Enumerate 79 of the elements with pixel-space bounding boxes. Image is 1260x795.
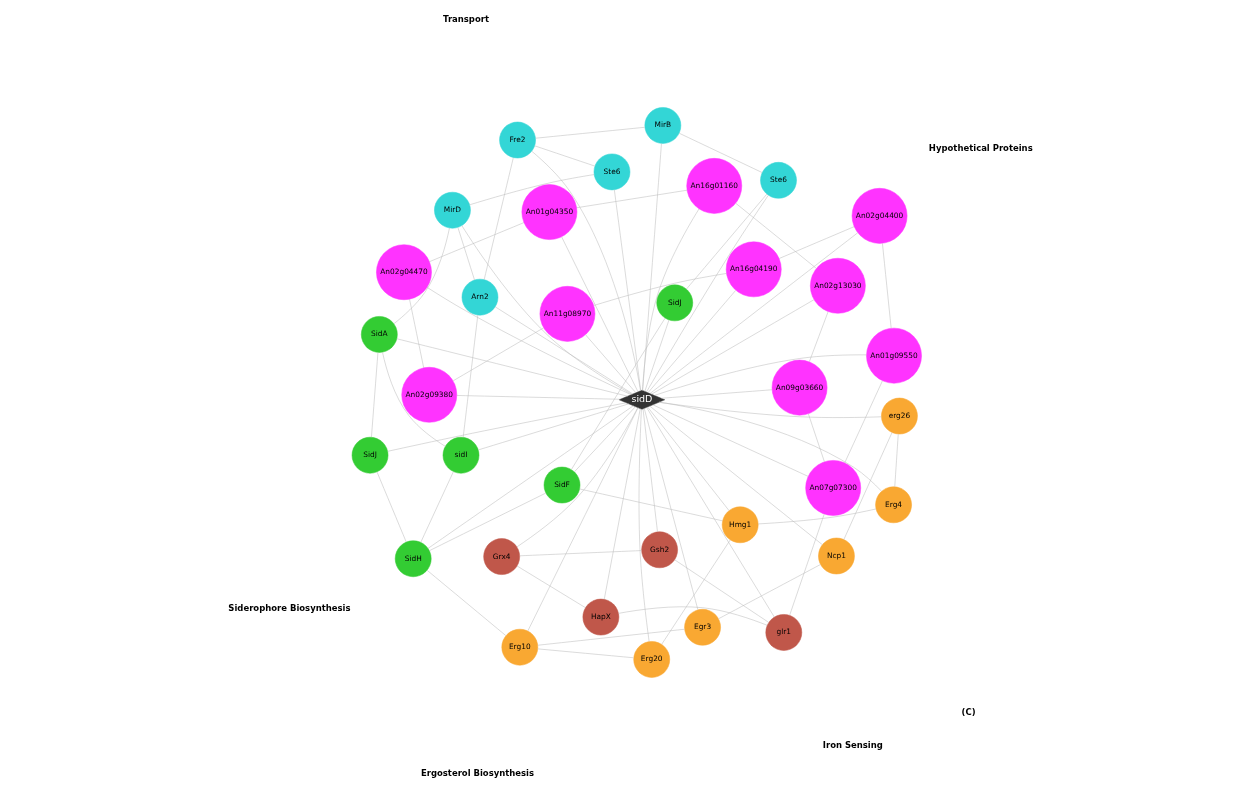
connector	[573, 406, 636, 473]
connector	[494, 306, 633, 395]
connector	[536, 648, 634, 659]
connector	[452, 327, 544, 382]
connector	[807, 413, 825, 463]
connector	[894, 433, 898, 488]
label: Iron Sensing	[822, 740, 883, 751]
connector	[617, 606, 767, 626]
connector	[461, 225, 632, 395]
label: Transport	[442, 13, 489, 24]
connector	[516, 407, 638, 548]
connector	[685, 193, 767, 290]
connector	[652, 404, 808, 477]
connector	[575, 189, 687, 208]
connector	[613, 189, 641, 391]
connector	[660, 389, 772, 399]
connector	[638, 408, 649, 642]
connector	[674, 559, 769, 623]
connector	[660, 539, 731, 645]
connector	[642, 408, 658, 533]
connector	[843, 432, 892, 540]
connector	[370, 352, 378, 438]
connector	[881, 243, 891, 329]
connector	[468, 174, 594, 206]
connector	[426, 287, 631, 395]
connector	[658, 401, 882, 492]
connector	[645, 407, 775, 618]
node-diamond: sidD	[618, 390, 665, 410]
connector	[527, 407, 638, 632]
connector	[647, 290, 736, 394]
connector	[457, 227, 475, 281]
connector	[643, 408, 698, 611]
connector	[531, 150, 641, 391]
connector	[808, 311, 828, 362]
connector	[428, 222, 524, 262]
connector	[396, 338, 628, 397]
connector	[641, 143, 662, 391]
connector	[427, 405, 633, 549]
connector	[717, 564, 821, 620]
connector	[650, 299, 814, 395]
connector	[646, 406, 729, 511]
connector	[584, 334, 636, 393]
connector	[649, 232, 858, 394]
connector	[653, 354, 867, 396]
connector	[645, 195, 769, 393]
connector	[426, 570, 506, 636]
connector	[516, 565, 586, 608]
connector	[408, 298, 424, 369]
connector	[462, 314, 478, 438]
connector	[533, 145, 595, 167]
connector	[593, 273, 727, 306]
connector	[387, 402, 626, 452]
connector	[678, 133, 762, 173]
connector	[735, 203, 817, 269]
connector	[778, 226, 854, 259]
connector	[381, 352, 446, 447]
connector	[534, 127, 645, 139]
connector	[603, 408, 641, 600]
connector	[376, 471, 407, 543]
connector	[519, 550, 642, 557]
connector	[578, 488, 723, 522]
connector	[477, 403, 629, 451]
connector	[428, 492, 546, 551]
label: (C)	[961, 707, 976, 718]
label: Ergosterol Biosynthesis	[420, 768, 534, 779]
connector	[644, 319, 669, 392]
connector	[537, 629, 685, 646]
connector	[757, 508, 876, 525]
label: Hypothetical Proteins	[928, 142, 1033, 153]
label: Siderophore Biosynthesis	[227, 603, 351, 614]
connector	[420, 471, 454, 543]
connector	[641, 208, 699, 391]
connector	[843, 380, 883, 464]
connector	[393, 227, 450, 324]
connector	[649, 405, 823, 545]
connector	[560, 236, 638, 392]
connector	[456, 395, 620, 400]
connector	[788, 513, 824, 616]
connector	[483, 157, 514, 280]
